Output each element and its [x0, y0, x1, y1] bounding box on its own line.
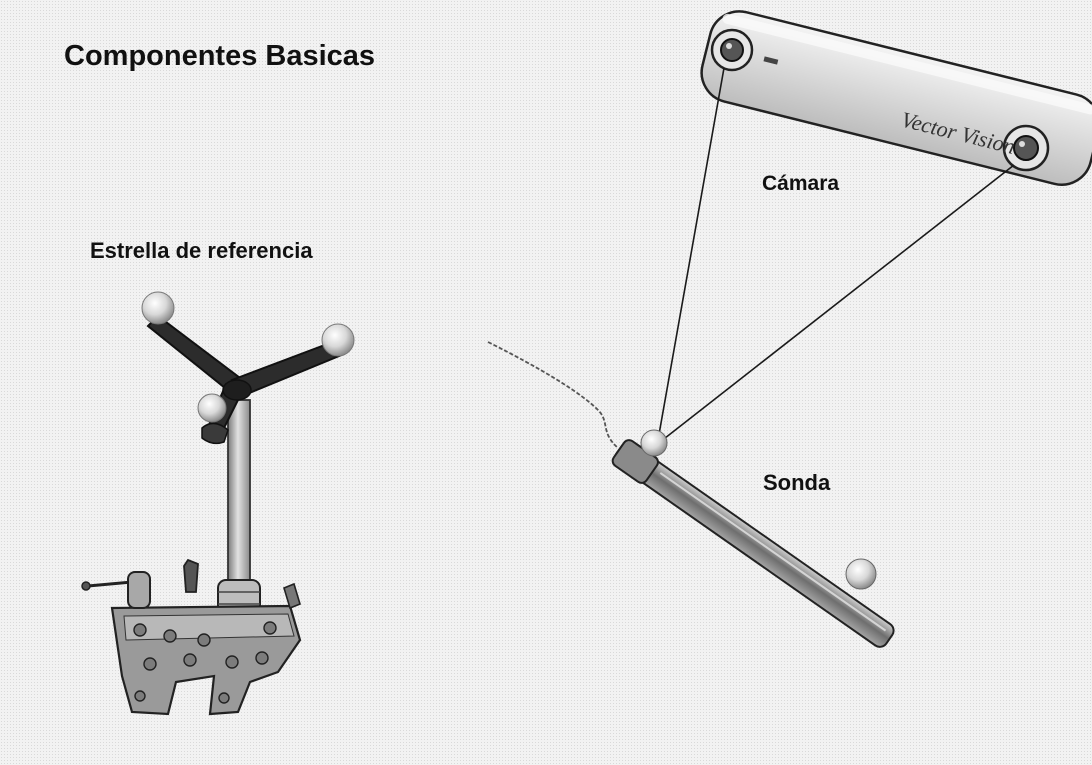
star-marker-front	[197, 393, 227, 423]
probe-marker-lower	[845, 558, 877, 590]
star-arm-left	[146, 314, 242, 394]
camera-lens-left	[710, 28, 754, 72]
probe-cable	[487, 341, 619, 449]
clamp-screw	[87, 580, 133, 588]
star-marker-right	[321, 323, 355, 357]
clamp-knob-right	[283, 582, 301, 610]
star-marker-top-left	[141, 291, 175, 325]
camera-bar	[700, 10, 1092, 186]
star-hub	[222, 379, 252, 401]
star-post	[227, 399, 251, 591]
camera-lens-right	[1002, 124, 1050, 172]
sight-line-left	[657, 67, 725, 441]
label-camera: Cámara	[762, 172, 840, 195]
camera-unit: Vector Vision	[700, 10, 1092, 186]
label-reference-star: Estrella de referencia	[90, 238, 313, 263]
sight-line-right	[659, 164, 1015, 443]
label-probe: Sonda	[763, 470, 831, 495]
camera-sight-lines	[657, 67, 1015, 443]
probe	[487, 341, 895, 648]
reference-star	[81, 291, 355, 716]
diagram-title: Componentes Basicas	[64, 40, 376, 72]
clamp-knob-left	[127, 571, 151, 609]
probe-marker-upper	[640, 429, 668, 457]
clamp-knob-center	[183, 558, 199, 593]
